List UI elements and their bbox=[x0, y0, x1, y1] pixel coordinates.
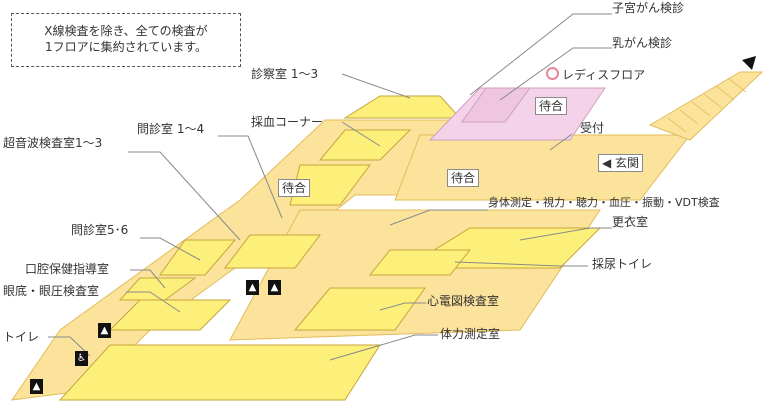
restroom-icon: ▲ bbox=[268, 280, 281, 295]
info-note: X線検査を除き、全ての検査が 1フロアに集約されています。 bbox=[11, 13, 241, 67]
label-changing-room: 更衣室 bbox=[612, 215, 649, 229]
label-uterine-exam: 子宮がん検診 bbox=[612, 1, 685, 15]
label-interview-5-6: 問診室5･6 bbox=[71, 223, 129, 237]
restroom-icon: ▲ bbox=[98, 323, 111, 338]
entrance-tag: ◀ 玄関 bbox=[598, 154, 644, 172]
fitness-room-block bbox=[58, 344, 381, 401]
restroom-icon: ▲ bbox=[30, 379, 43, 394]
label-urine-toilet: 採尿トイレ bbox=[592, 257, 653, 271]
pink-circle-icon bbox=[546, 67, 559, 80]
label-fitness-room: 体力測定室 bbox=[440, 327, 501, 341]
label-blood-collection: 採血コーナー bbox=[251, 115, 324, 129]
label-toilet: トイレ bbox=[3, 330, 40, 344]
restroom-icon: ▲ bbox=[246, 280, 259, 295]
label-reception: 受付 bbox=[580, 121, 605, 135]
label-ecg-room: 心電図検査室 bbox=[427, 294, 500, 308]
label-eye-tests: 眼底・眼圧検査室 bbox=[3, 284, 100, 298]
label-body-measurement: 身体測定・視力・聴力・血圧・振動・VDT検査 bbox=[488, 196, 720, 209]
waiting-ladies-tag: 待合 bbox=[535, 97, 568, 115]
hallway-arrow bbox=[742, 56, 756, 70]
blood-collection-block bbox=[318, 129, 412, 161]
hallway-stripes bbox=[667, 77, 747, 133]
ladies-floor-text: レディスフロア bbox=[562, 68, 646, 82]
label-interview-1-4: 問診室 1～4 bbox=[137, 122, 205, 136]
interview-1-4-block bbox=[223, 234, 322, 269]
ecg-room-block bbox=[293, 287, 426, 331]
ladies-floor-label: レディスフロア bbox=[546, 66, 645, 83]
note-line-2: 1フロアに集約されています。 bbox=[44, 40, 208, 54]
ladies-exam-rooms bbox=[461, 87, 531, 123]
label-oral-health: 口腔保健指導室 bbox=[25, 262, 110, 276]
entrance-corridor bbox=[394, 134, 692, 201]
waiting-center-tag: 待合 bbox=[447, 169, 480, 187]
urine-toilet-block bbox=[368, 249, 472, 276]
exam-rooms-block bbox=[343, 95, 462, 119]
label-exam-rooms: 診察室 1～3 bbox=[251, 67, 319, 81]
note-line-1: X線検査を除き、全ての検査が bbox=[44, 24, 208, 38]
wheelchair-icon: ♿ bbox=[75, 351, 88, 366]
leader-lines bbox=[48, 13, 612, 361]
label-breast-exam: 乳がん検診 bbox=[612, 36, 673, 50]
label-ultrasound-rooms: 超音波検査室1～3 bbox=[3, 136, 103, 150]
waiting-left-tag: 待合 bbox=[278, 179, 311, 197]
hallway-top-right bbox=[648, 71, 764, 141]
eye-test-block bbox=[108, 299, 232, 331]
